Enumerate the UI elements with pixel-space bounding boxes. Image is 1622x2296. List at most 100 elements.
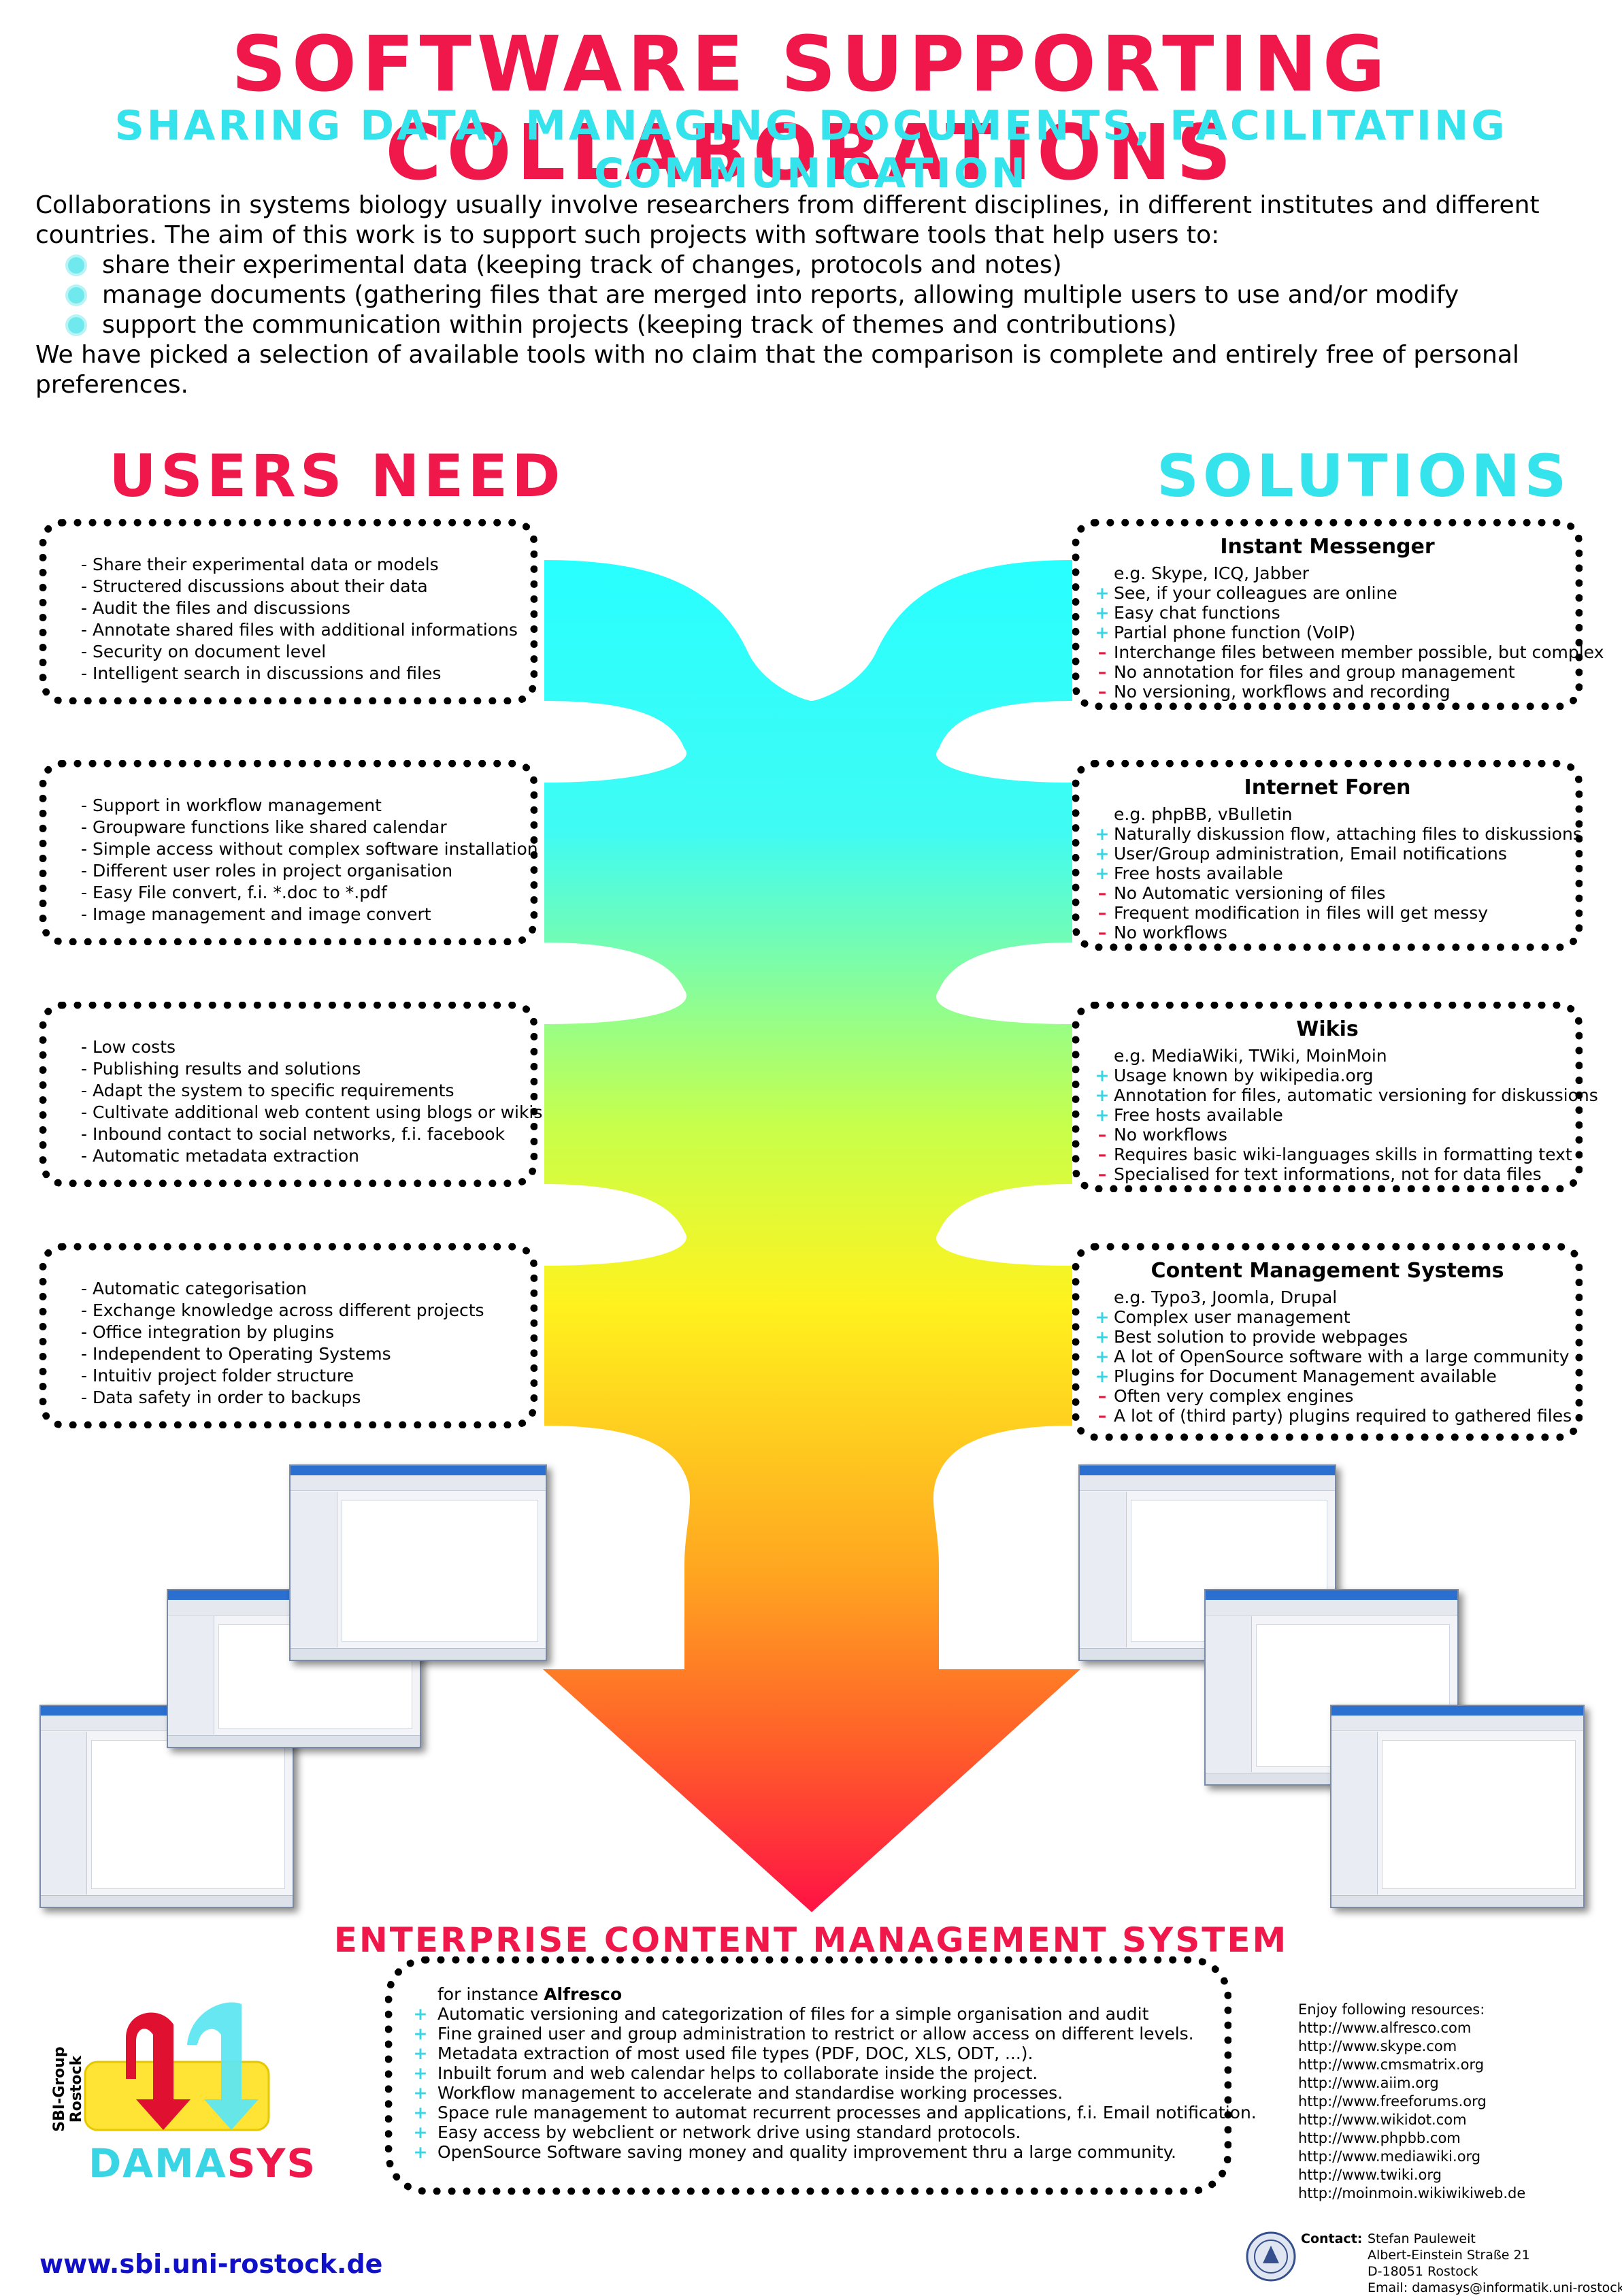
solution-box-internet-foren: Internet Foren e.g. phpBB, vBulletin +Na… (1072, 760, 1583, 951)
solution-box-instant-messenger: Instant Messenger e.g. Skype, ICQ, Jabbe… (1072, 519, 1604, 710)
minus-icon: – (1097, 903, 1107, 923)
plus-icon: + (1095, 864, 1110, 883)
intro-closing: We have picked a selection of available … (35, 341, 1519, 399)
ecm-item: +Automatic versioning and categorization… (413, 2004, 1149, 2024)
need-item: - Exchange knowledge across different pr… (81, 1300, 484, 1320)
solution-pro: +Plugins for Document Management availab… (1095, 1366, 1497, 1386)
resource-link[interactable]: http://www.phpbb.com (1298, 2130, 1461, 2146)
ecm-item: +Metadata extraction of most used file t… (413, 2044, 1033, 2063)
need-item: - Support in workflow management (81, 796, 382, 815)
logo-arrows-icon (84, 2002, 270, 2131)
intro-bullet-list: share their experimental data (keeping t… (35, 250, 1600, 340)
plus-icon: + (1095, 583, 1110, 603)
contact-label: Contact: (1301, 2231, 1363, 2246)
solution-con: –Requires basic wiki-languages skills in… (1095, 1145, 1575, 1164)
ecm-title: ENTERPRISE CONTENT MANAGEMENT SYSTEM (333, 1920, 1289, 1960)
resource-link[interactable]: http://www.alfresco.com (1298, 2020, 1472, 2036)
poster-title: SOFTWARE SUPPORTING COLLABORATIONS (231, 20, 1391, 197)
plus-icon: + (1095, 1105, 1110, 1125)
plus-icon: + (1095, 1347, 1110, 1366)
plus-icon: + (413, 2063, 428, 2083)
solution-con: –A lot of (third party) plugins required… (1095, 1406, 1575, 1426)
need-item: - Office integration by plugins (81, 1322, 335, 1342)
minus-icon: – (1097, 1164, 1107, 1184)
solution-title: Internet Foren (1244, 776, 1411, 800)
resources-heading: Enjoy following resources: (1298, 2001, 1485, 2018)
resource-link[interactable]: http://www.cmsmatrix.org (1298, 2056, 1485, 2073)
resource-link[interactable]: http://www.twiki.org (1298, 2167, 1442, 2183)
resource-link[interactable]: http://www.skype.com (1298, 2038, 1457, 2054)
users-need-heading: USERS NEED (109, 442, 565, 510)
contact-line: Albert-Einstein Straße 21 (1368, 2248, 1530, 2263)
solution-example: e.g. phpBB, vBulletin (1114, 804, 1293, 824)
solution-con: –No workflows (1095, 1125, 1575, 1145)
ecm-item: +Workflow management to accelerate and s… (413, 2083, 1063, 2103)
screenshot-thumbnail (1330, 1705, 1585, 1908)
resource-link[interactable]: http://www.aiim.org (1298, 2075, 1439, 2091)
need-item: - Different user roles in project organi… (81, 861, 453, 881)
contact-line: D-18051 Rostock (1368, 2264, 1478, 2279)
ecm-item: +Easy access by webclient or network dri… (413, 2122, 1021, 2142)
plus-icon: + (413, 2004, 428, 2024)
resources-list: Enjoy following resources: http://www.al… (1298, 2001, 1525, 2203)
resource-link[interactable]: http://www.mediawiki.org (1298, 2148, 1481, 2165)
need-item: - Low costs (81, 1037, 176, 1057)
solution-pro: +Complex user management (1095, 1307, 1351, 1327)
needs-box-2: - Support in workflow management - Group… (39, 760, 538, 945)
plus-icon: + (1095, 1085, 1110, 1105)
plus-icon: + (1095, 1066, 1110, 1085)
need-item: - Security on document level (81, 642, 327, 661)
need-item: - Publishing results and solutions (81, 1059, 361, 1079)
bullet-dot-icon (68, 287, 84, 304)
solutions-heading: SOLUTIONS (1157, 442, 1571, 510)
need-item: - Intelligent search in discussions and … (81, 663, 442, 683)
ecm-item: +Fine grained user and group administrat… (413, 2024, 1194, 2044)
ecm-item: +OpenSource Software saving money and qu… (413, 2142, 1176, 2162)
solution-title: Instant Messenger (1220, 535, 1435, 559)
logo-name: DAMASYS (88, 2140, 317, 2186)
need-item: - Automatic metadata extraction (81, 1146, 360, 1166)
need-item: - Annotate shared files with additional … (81, 620, 518, 640)
solution-example: e.g. Skype, ICQ, Jabber (1114, 563, 1309, 583)
solution-pro: +See, if your colleagues are online (1095, 583, 1397, 603)
plus-icon: + (1095, 1327, 1110, 1347)
minus-icon: – (1097, 883, 1107, 903)
plus-icon: + (413, 2103, 428, 2122)
plus-icon: + (1095, 1307, 1110, 1327)
screenshot-thumbnail (289, 1464, 547, 1661)
need-item: - Inbound contact to social networks, f.… (81, 1124, 506, 1144)
plus-icon: + (1095, 623, 1110, 642)
plus-icon: + (413, 2024, 428, 2044)
website-link[interactable]: www.sbi.uni-rostock.de (39, 2249, 383, 2279)
intro-bullet: support the communication within project… (68, 310, 1600, 340)
minus-icon: – (1097, 1386, 1107, 1406)
resource-link[interactable]: http://www.freeforums.org (1298, 2093, 1487, 2110)
minus-icon: – (1097, 1145, 1107, 1164)
intro-lead: Collaborations in systems biology usuall… (35, 191, 1540, 249)
solution-pro: +Easy chat functions (1095, 603, 1280, 623)
need-item: - Cultivate additional web content using… (81, 1102, 543, 1122)
need-item: - Simple access without complex software… (81, 839, 538, 859)
plus-icon: + (1095, 844, 1110, 864)
need-item: - Structered discussions about their dat… (81, 576, 428, 596)
need-item: - Automatic categorisation (81, 1279, 307, 1298)
resource-link[interactable]: http://moinmoin.wikiwikiweb.de (1298, 2185, 1526, 2201)
need-item: - Data safety in order to backups (81, 1388, 361, 1407)
solution-title: Content Management Systems (1151, 1259, 1504, 1283)
contact-email[interactable]: Email: damasys@informatik.uni-rostock.de (1368, 2280, 1622, 2295)
plus-icon: + (1095, 1366, 1110, 1386)
solution-con: –Frequent modification in files will get… (1095, 903, 1575, 923)
resource-link[interactable]: http://www.wikidot.com (1298, 2112, 1467, 2128)
solution-con: –No annotation for files and group manag… (1095, 662, 1575, 682)
solution-pro: +Naturally diskussion flow, attaching fi… (1095, 824, 1582, 844)
plus-icon: + (413, 2083, 428, 2103)
intro-bullet: manage documents (gathering files that a… (68, 280, 1600, 310)
ecm-item: +Space rule management to automat recurr… (413, 2103, 1257, 2122)
ecm-lead: for instance Alfresco (437, 1984, 623, 2004)
solution-pro: +User/Group administration, Email notifi… (1095, 844, 1507, 864)
minus-icon: – (1097, 682, 1107, 702)
solution-example: e.g. Typo3, Joomla, Drupal (1114, 1288, 1338, 1307)
solution-con: –No versioning, workflows and recording (1095, 682, 1575, 702)
need-item: - Intuitiv project folder structure (81, 1366, 354, 1385)
